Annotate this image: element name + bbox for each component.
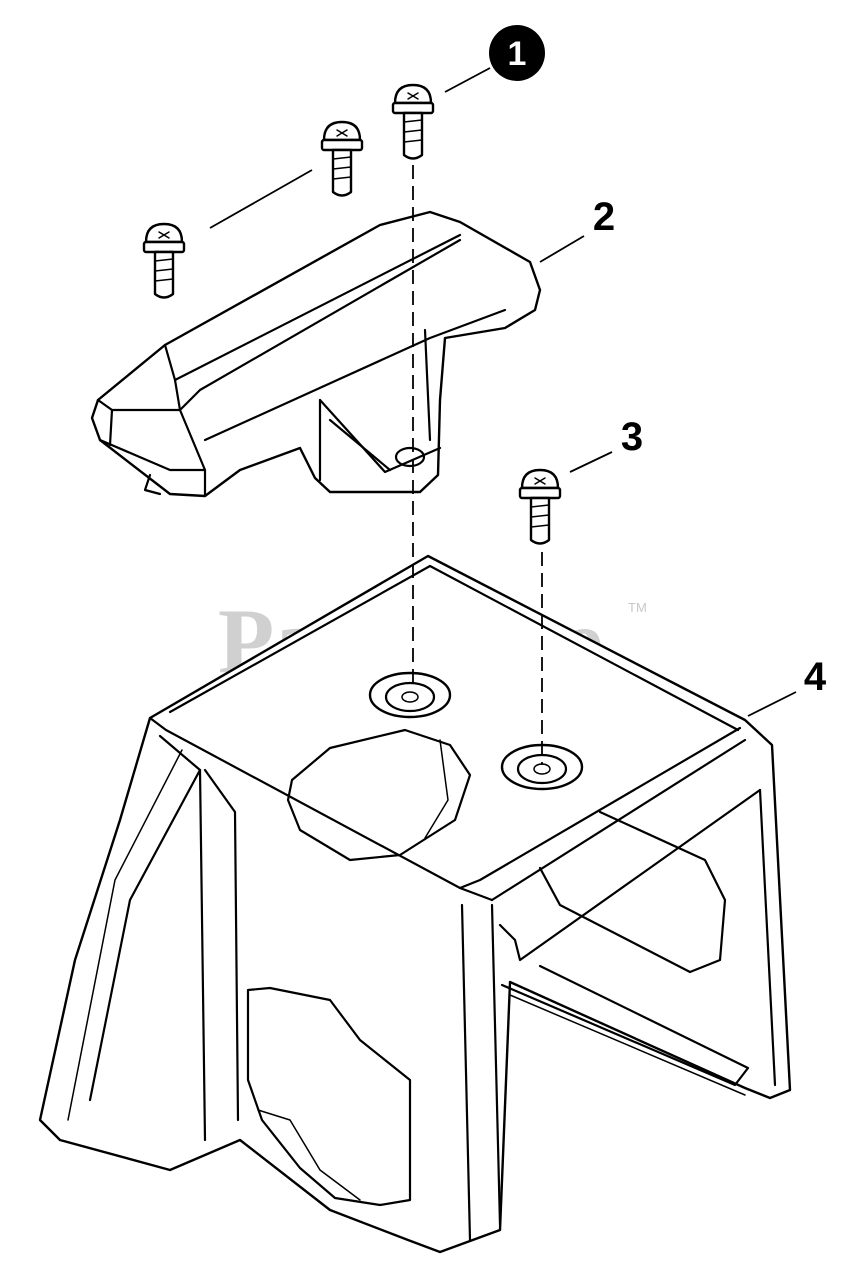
screw-1c [142, 222, 186, 299]
leader-line-2 [539, 235, 585, 263]
screw-1a [391, 83, 435, 160]
callout-1-label: 1 [508, 35, 527, 73]
leader-line-1b [209, 169, 313, 229]
callout-4-label: 4 [804, 655, 827, 699]
leader-line-1 [444, 67, 491, 93]
callout-2[interactable]: 2 [593, 195, 615, 239]
leader-line-4 [747, 691, 797, 717]
screw-3 [518, 468, 562, 545]
screw-1b [320, 120, 364, 197]
part-2-cover [90, 210, 542, 498]
callout-4[interactable]: 4 [804, 655, 827, 699]
part-4-shroud [38, 554, 792, 1254]
callout-3-label: 3 [621, 415, 643, 459]
watermark-trademark: TM [628, 600, 647, 615]
leader-line-3 [569, 451, 613, 473]
callout-2-label: 2 [593, 195, 615, 239]
callout-3[interactable]: 3 [621, 415, 643, 459]
callout-1[interactable]: 1 [489, 25, 545, 81]
